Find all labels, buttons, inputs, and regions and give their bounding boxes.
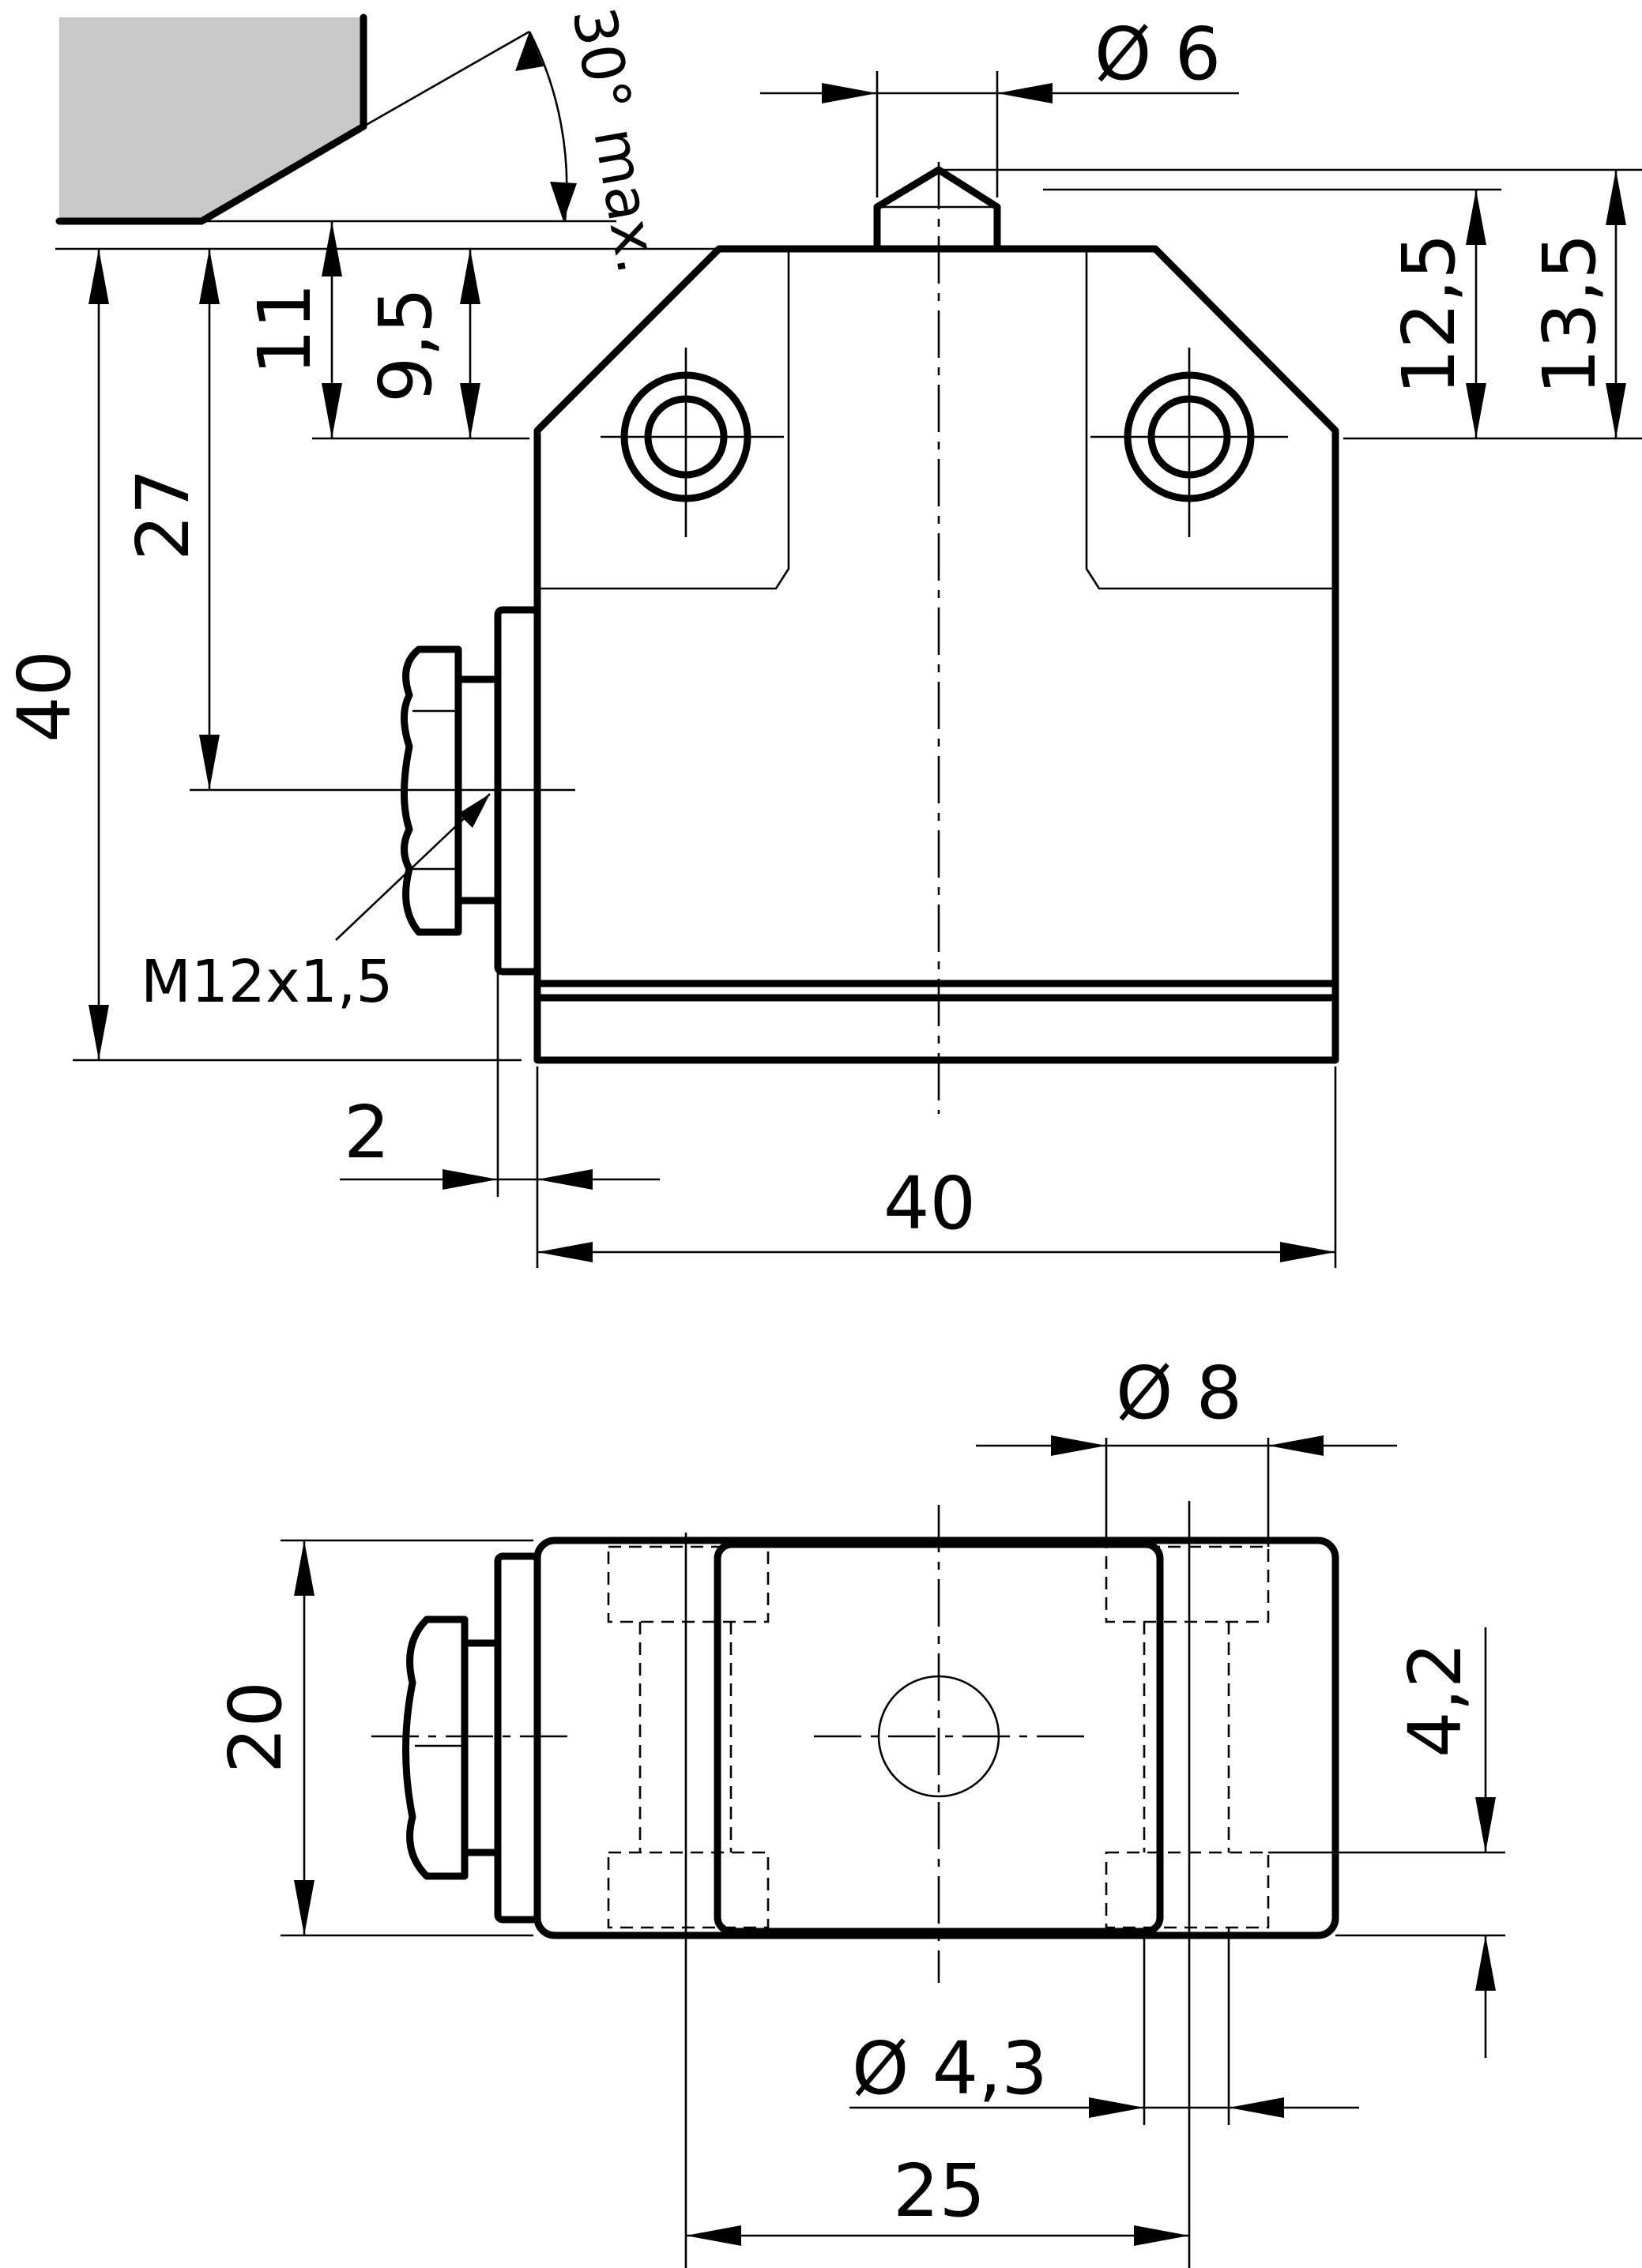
dim-width-40: 40 bbox=[537, 1066, 1337, 1268]
dim-hole-diameter: Ø 4,3 bbox=[849, 1928, 1359, 2125]
height-9-5-label: 9,5 bbox=[363, 288, 448, 403]
top-view: Ø 8 20 4,2 Ø 4,3 bbox=[213, 1351, 1505, 2268]
width-40-label: 40 bbox=[883, 1161, 976, 1246]
height-11-label: 11 bbox=[243, 283, 327, 375]
actuating-cam: 30° max. bbox=[55, 2, 672, 278]
mounting-hole-right bbox=[1090, 348, 1288, 537]
height-40-label: 40 bbox=[2, 650, 87, 743]
hole-diameter-label: Ø 4,3 bbox=[852, 2026, 1048, 2111]
height-27-label: 27 bbox=[121, 468, 205, 561]
dim-width-20: 20 bbox=[213, 1539, 533, 1937]
offset-2-label: 2 bbox=[344, 1090, 390, 1175]
height-13-5-label: 13,5 bbox=[1527, 233, 1612, 395]
mounting-hole-left bbox=[601, 348, 784, 537]
dim-heights-left: 11 9,5 bbox=[55, 221, 719, 440]
plunger bbox=[873, 166, 1001, 253]
angle-label: 30° max. bbox=[559, 2, 672, 278]
dim-diameter-8: Ø 8 bbox=[976, 1351, 1397, 1547]
thread-label: M12x1,5 bbox=[141, 948, 394, 1016]
diameter-8-label: Ø 8 bbox=[1116, 1351, 1242, 1435]
front-view: 30° max. bbox=[2, 2, 1642, 1268]
hole-spacing-label: 25 bbox=[893, 2149, 985, 2233]
dim-height-27: 27 bbox=[121, 249, 575, 792]
hidden-hole-right bbox=[1105, 1501, 1270, 2268]
dim-height-40: 40 bbox=[2, 249, 522, 1062]
dim-hole-spacing: 25 bbox=[686, 2149, 1189, 2246]
depth-4-2-label: 4,2 bbox=[1393, 1642, 1478, 1758]
dim-heights-right: 12,5 13,5 bbox=[939, 168, 1642, 440]
plunger-hole bbox=[877, 1675, 1000, 1798]
dim-plunger-diameter: Ø 6 bbox=[760, 12, 1239, 197]
dim-depth-4-2: 4,2 bbox=[1268, 1627, 1505, 2058]
height-12-5-label: 12,5 bbox=[1387, 233, 1471, 395]
dim-offset-2: 2 bbox=[340, 972, 660, 1268]
hidden-hole-left bbox=[607, 1533, 770, 2268]
plunger-diameter-label: Ø 6 bbox=[1094, 12, 1221, 96]
width-20-label: 20 bbox=[213, 1681, 298, 1773]
switch-housing bbox=[533, 162, 1339, 1114]
